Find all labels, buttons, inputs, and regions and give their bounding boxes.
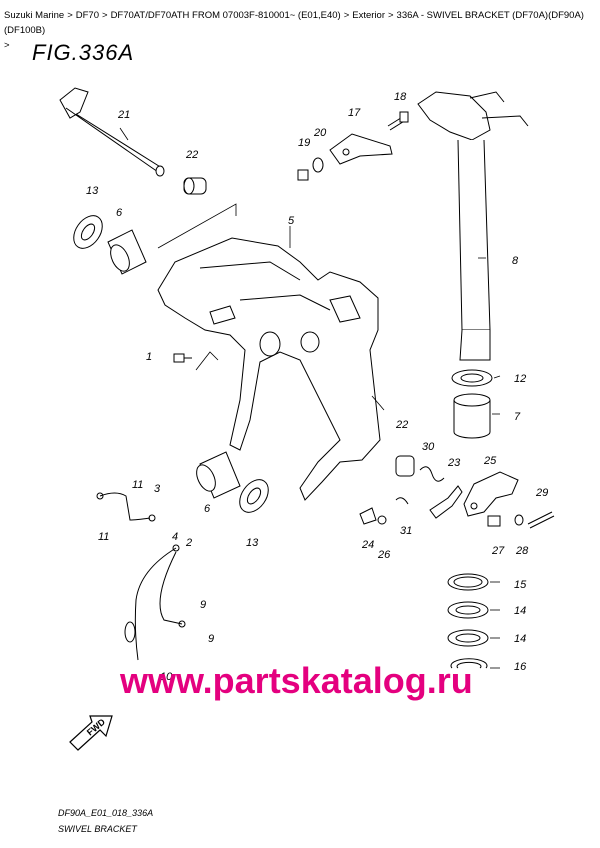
part-bush-right [196, 451, 241, 499]
part-bush-left [107, 229, 147, 275]
callout: 9 [200, 599, 206, 611]
callout: 22 [185, 149, 198, 161]
part-steering-shaft [417, 91, 529, 361]
callout: 14 [514, 633, 526, 645]
part-nut-washer [297, 157, 324, 181]
part-steering-plate [329, 133, 393, 165]
breadcrumb-separator: > [67, 10, 73, 21]
callout: 4 [172, 531, 178, 543]
breadcrumb-item-df70[interactable]: DF70 [75, 10, 99, 21]
part-tilt-tube [59, 87, 165, 177]
breadcrumb-trailing-separator: > [4, 40, 10, 51]
part-grease-nipple [173, 353, 192, 363]
callout: 15 [514, 579, 527, 591]
callout: 6 [204, 503, 211, 515]
watermark-link[interactable]: www.partskatalog.ru [120, 660, 473, 701]
part-lower-bushing [395, 455, 445, 482]
callout: 8 [512, 255, 519, 267]
leader-lines [119, 127, 501, 669]
callout: 27 [491, 545, 505, 557]
callout: 14 [514, 605, 526, 617]
part-swivel-bracket [157, 237, 381, 501]
callout: 24 [361, 539, 374, 551]
breadcrumb-separator: > [343, 10, 350, 21]
callout: 9 [208, 633, 214, 645]
callout: 3 [154, 483, 161, 495]
breadcrumb-separator: > [102, 10, 108, 21]
callout: 13 [246, 537, 259, 549]
callout: 5 [288, 215, 295, 227]
breadcrumb-item-exterior[interactable]: Exterior [352, 10, 385, 21]
part-bolt-18 [387, 111, 409, 131]
figure-code: DF90A_E01_018_336A [58, 808, 154, 818]
callout: 17 [348, 107, 361, 119]
callout: 20 [313, 127, 327, 139]
part-cotter-pin [527, 511, 555, 529]
part-tilt-lock-arm [463, 471, 519, 517]
part-washer-12 [451, 369, 493, 387]
callout: 2 [185, 537, 192, 549]
breadcrumb-item-current: 336A - SWIVEL BRACKET (DF70A)(DF90A)(DF1… [4, 10, 584, 36]
part-bush-7 [453, 393, 491, 439]
callout: 11 [132, 479, 143, 491]
part-ground-wire-top [96, 492, 156, 522]
part-ring-14a [447, 601, 489, 619]
callout-numbers: 21 22 13 6 5 1 17 18 19 20 8 12 7 22 30 … [86, 91, 548, 683]
part-ground-wire-bottom [124, 544, 186, 661]
breadcrumb: Suzuki Marine>DF70>DF70AT/DF70ATH FROM 0… [4, 8, 594, 53]
callout: 26 [377, 549, 391, 561]
callout: 6 [116, 207, 123, 219]
part-thrust-washer [73, 215, 103, 249]
part-thrust-washer-right [239, 479, 269, 513]
callout: 30 [422, 441, 435, 453]
figure-title: FIG.336A [32, 40, 135, 65]
callout: 22 [395, 419, 408, 431]
breadcrumb-item-suzuki-marine[interactable]: Suzuki Marine [4, 10, 65, 21]
part-ring-15 [447, 573, 489, 591]
part-bushing [183, 177, 207, 195]
breadcrumb-item-model[interactable]: DF70AT/DF70ATH FROM 07003F-810001~ (E01,… [110, 10, 341, 21]
callout: 18 [394, 91, 407, 103]
callout: 12 [514, 373, 526, 385]
callout: 7 [514, 411, 521, 423]
callout: 11 [98, 531, 109, 543]
breadcrumb-separator: > [387, 10, 394, 21]
callout: 23 [447, 457, 461, 469]
part-ring-14b [447, 629, 489, 647]
callout: 16 [514, 661, 527, 673]
callout: 19 [298, 137, 310, 149]
fwd-arrow-icon: FWD [69, 715, 113, 751]
callout: 1 [146, 351, 152, 363]
callout: 21 [117, 109, 130, 121]
callout: 31 [400, 525, 412, 537]
part-ring-16 [450, 658, 488, 669]
callout: 10 [160, 671, 173, 683]
callout: 29 [535, 487, 548, 499]
part-clip-screw [359, 497, 409, 525]
figure-name: SWIVEL BRACKET [58, 824, 137, 834]
callout: 13 [86, 185, 99, 197]
callout: 28 [515, 545, 529, 557]
callout: 25 [483, 455, 497, 467]
part-tilt-lever [429, 485, 463, 519]
part-nut-27 [487, 514, 524, 527]
